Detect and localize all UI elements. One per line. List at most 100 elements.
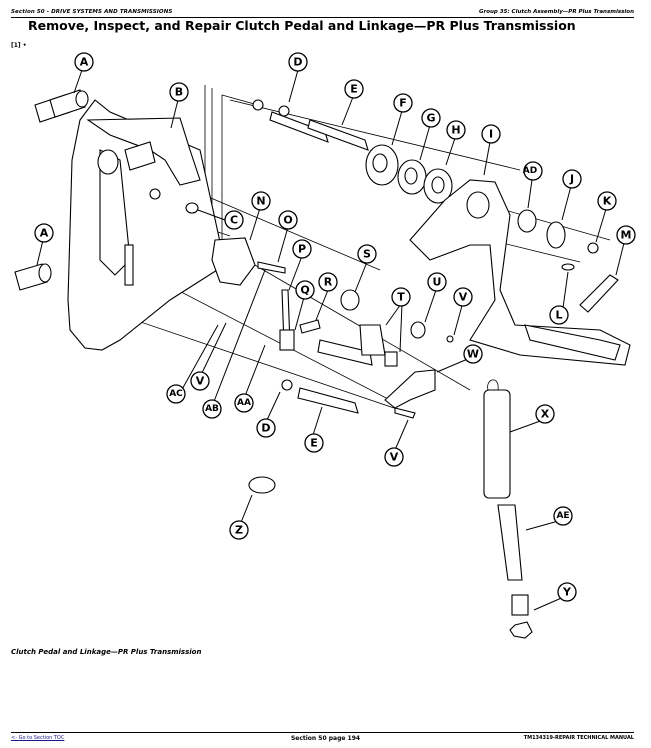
bushing-b	[124, 141, 156, 171]
washer-j	[546, 221, 566, 249]
callout-n: N	[251, 191, 271, 211]
section-header: Section 50 - DRIVE SYSTEMS AND TRANSMISS…	[11, 9, 173, 15]
callout-c: C	[224, 210, 244, 230]
callout-l: L	[549, 305, 569, 325]
svg-text:B: B	[175, 86, 183, 99]
callout-m: M	[616, 225, 636, 245]
svg-text:W: W	[467, 348, 479, 361]
connector-t	[384, 351, 398, 367]
svg-text:J: J	[569, 173, 574, 186]
cap-z	[248, 476, 276, 494]
bolts-r	[299, 319, 321, 334]
washer-d	[281, 379, 293, 391]
tube-ae	[497, 504, 523, 581]
header-divider	[11, 17, 634, 18]
manual-id: TM134319-REPAIR TECHNICAL MANUAL	[523, 735, 634, 741]
spring-s	[340, 289, 360, 311]
washers-fgh	[365, 144, 453, 204]
callout-d: D	[288, 52, 308, 72]
washer-d	[252, 99, 264, 111]
svg-text:AE: AE	[556, 511, 569, 521]
svg-text:E: E	[350, 83, 358, 96]
svg-text:A: A	[80, 56, 89, 69]
svg-text:AA: AA	[237, 398, 251, 408]
callout-v: V	[453, 287, 473, 307]
svg-text:R: R	[324, 276, 333, 289]
pivot-block-n	[211, 237, 256, 286]
svg-text:X: X	[541, 408, 550, 421]
callout-w: W	[463, 344, 483, 364]
svg-text:V: V	[196, 375, 205, 388]
bolt-c	[185, 202, 199, 214]
callout-p: P	[292, 239, 312, 259]
callout-o: O	[278, 210, 298, 230]
bolt-k	[587, 242, 599, 254]
svg-text:K: K	[603, 195, 612, 208]
svg-text:U: U	[433, 276, 442, 289]
coil-spring	[317, 339, 373, 366]
svg-text:S: S	[363, 248, 371, 261]
callout-i: I	[481, 124, 501, 144]
bolt-v	[394, 407, 416, 419]
svg-text:L: L	[555, 309, 562, 322]
step-label: [1] •	[11, 42, 27, 49]
callout-ac: AC	[166, 384, 186, 404]
callout-r: R	[318, 272, 338, 292]
svg-text:T: T	[397, 291, 405, 304]
plate-q	[279, 329, 295, 351]
svg-text:V: V	[459, 291, 468, 304]
clutch-pedal-arm	[409, 179, 631, 366]
callout-x: X	[535, 404, 555, 424]
svg-text:D: D	[293, 56, 302, 69]
svg-text:Q: Q	[300, 284, 309, 297]
bolt-e	[269, 111, 329, 143]
svg-text:Z: Z	[235, 524, 243, 537]
fitting-y	[509, 594, 533, 639]
pin-o	[257, 261, 286, 274]
bracket-w	[384, 369, 436, 409]
callout-j: J	[562, 169, 582, 189]
stud-l	[561, 263, 575, 271]
callout-aa: AA	[234, 393, 254, 413]
callout-a: A	[34, 223, 54, 243]
nut-v	[446, 335, 454, 343]
bracket	[86, 117, 201, 186]
callout-k: K	[597, 191, 617, 211]
callout-v: V	[384, 447, 404, 467]
bushing-ad	[517, 209, 537, 233]
bushing	[14, 263, 52, 291]
bolt-e	[297, 387, 359, 414]
exploded-parts-diagram: A A B C D D E E F G H I AD J K L M N O P…	[14, 52, 636, 639]
svg-text:M: M	[621, 229, 632, 242]
svg-text:I: I	[489, 128, 493, 141]
svg-text:D: D	[261, 422, 270, 435]
footer-divider	[11, 732, 634, 733]
callout-h: H	[446, 120, 466, 140]
callout-f: F	[393, 93, 413, 113]
switch-t	[359, 324, 386, 356]
svg-text:H: H	[451, 124, 460, 137]
callout-y: Y	[557, 582, 577, 602]
callout-u: U	[427, 272, 447, 292]
svg-text:V: V	[390, 451, 399, 464]
callout-b: B	[169, 82, 189, 102]
callout-q: Q	[295, 280, 315, 300]
svg-text:O: O	[283, 214, 292, 227]
figure-caption: Clutch Pedal and Linkage—PR Plus Transmi…	[11, 648, 202, 656]
callout-e: E	[344, 79, 364, 99]
svg-text:C: C	[230, 214, 238, 227]
callout-e: E	[304, 433, 324, 453]
svg-text:F: F	[399, 97, 407, 110]
svg-text:AB: AB	[205, 404, 219, 414]
section-toc-link[interactable]: <- Go to Section TOC	[11, 735, 65, 741]
svg-text:P: P	[298, 243, 306, 256]
svg-text:AD: AD	[523, 166, 537, 176]
washer-d	[278, 105, 290, 117]
callout-ab: AB	[202, 399, 222, 419]
callout-ae: AE	[553, 506, 573, 526]
svg-text:E: E	[310, 437, 318, 450]
page-number: Section 50 page 194	[290, 735, 361, 742]
callout-ad: AD	[523, 161, 543, 181]
link-m	[579, 274, 619, 313]
return-spring-x	[483, 379, 511, 499]
